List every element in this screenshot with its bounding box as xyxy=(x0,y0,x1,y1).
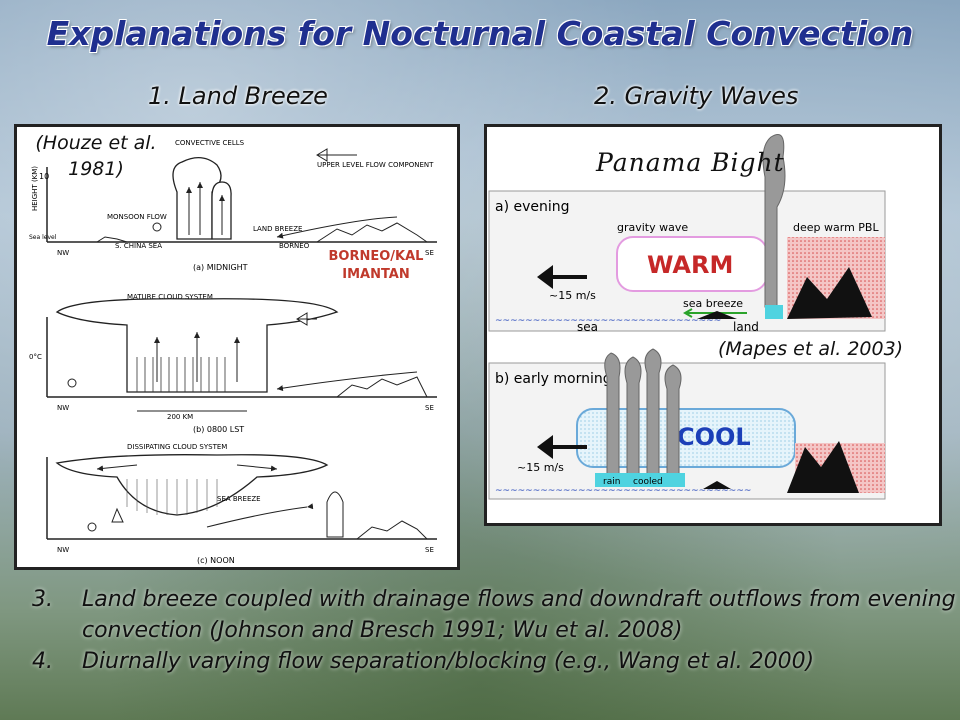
svg-text:10: 10 xyxy=(39,172,49,181)
svg-text:(b) 0800 LST: (b) 0800 LST xyxy=(193,425,244,434)
svg-text:SE: SE xyxy=(425,546,434,554)
svg-text:~15 m/s: ~15 m/s xyxy=(517,461,564,474)
svg-text:SEA BREEZE: SEA BREEZE xyxy=(217,495,261,503)
land-breeze-diagram: HEIGHT (KM) 10 Sea level NW SE S. CHINA … xyxy=(29,139,437,565)
svg-text:NW: NW xyxy=(57,546,69,554)
svg-text:HEIGHT (KM): HEIGHT (KM) xyxy=(31,166,39,211)
explanation-list: 3. Land breeze coupled with drainage flo… xyxy=(32,584,958,677)
svg-text:deep warm PBL: deep warm PBL xyxy=(793,221,879,234)
subhead-land-breeze: 1. Land Breeze xyxy=(148,82,328,110)
svg-text:UPPER LEVEL FLOW COMPONENT: UPPER LEVEL FLOW COMPONENT xyxy=(317,161,434,169)
citation-mapes: (Mapes et al. 2003) xyxy=(718,338,904,360)
svg-text:b) early morning: b) early morning xyxy=(495,371,612,387)
panel-b-morning: MATURE CLOUD SYSTEM 0°C 200 KM (b) 0800 … xyxy=(29,293,437,434)
svg-text:CONVECTIVE CELLS: CONVECTIVE CELLS xyxy=(175,139,245,147)
svg-text:COOL: COOL xyxy=(677,423,751,451)
subhead-gravity-waves: 2. Gravity Waves xyxy=(594,82,799,110)
svg-text:0°C: 0°C xyxy=(29,353,42,361)
svg-text:~~~~~~~~~~~~~~~~~~~~~~~~~~~~~~: ~~~~~~~~~~~~~~~~~~~~~~~~~~~~~~ xyxy=(495,316,721,326)
panel-a-evening: a) evening gravity wave deep warm PBL WA… xyxy=(488,134,886,334)
svg-text:S. CHINA SEA: S. CHINA SEA xyxy=(115,242,162,250)
panel-a-midnight: HEIGHT (KM) 10 Sea level NW SE S. CHINA … xyxy=(29,139,437,272)
panama-bight-title: Panama Bight xyxy=(596,148,785,177)
svg-text:sea breeze: sea breeze xyxy=(683,297,743,310)
svg-text:DISSIPATING CLOUD SYSTEM: DISSIPATING CLOUD SYSTEM xyxy=(127,443,227,451)
panel-b-early-morning: b) early morning COOL rain cooled ~15 m/… xyxy=(488,348,886,500)
svg-text:(c) NOON: (c) NOON xyxy=(197,556,235,565)
list-item: 3. Land breeze coupled with drainage flo… xyxy=(32,587,956,643)
panel-c-noon: DISSIPATING CLOUD SYSTEM SEA BREEZE NW S… xyxy=(46,443,437,565)
svg-text:~~~~~~~~~~~~~~~~~~~~~~~~~~~~~~: ~~~~~~~~~~~~~~~~~~~~~~~~~~~~~~~~~~ xyxy=(495,486,751,496)
svg-text:NW: NW xyxy=(57,404,69,412)
svg-text:WARM: WARM xyxy=(647,251,733,279)
svg-text:cooled: cooled xyxy=(633,477,663,487)
svg-text:NW: NW xyxy=(57,249,69,257)
svg-text:gravity wave: gravity wave xyxy=(617,221,688,234)
svg-text:rain: rain xyxy=(603,477,620,487)
svg-text:SE: SE xyxy=(425,249,434,257)
svg-text:~15 m/s: ~15 m/s xyxy=(549,289,596,302)
svg-text:(a) MIDNIGHT: (a) MIDNIGHT xyxy=(193,263,248,272)
svg-text:SE: SE xyxy=(425,404,434,412)
svg-text:MONSOON FLOW: MONSOON FLOW xyxy=(107,213,167,221)
svg-text:sea: sea xyxy=(577,320,598,334)
slide-title: Explanations for Nocturnal Coastal Conve… xyxy=(46,14,914,53)
gravity-waves-figure: a) evening gravity wave deep warm PBL WA… xyxy=(484,124,942,526)
list-item: 4. Diurnally varying flow separation/blo… xyxy=(32,649,815,674)
svg-text:land: land xyxy=(733,320,759,334)
svg-text:MATURE CLOUD SYSTEM: MATURE CLOUD SYSTEM xyxy=(127,293,213,301)
svg-text:BORNEO: BORNEO xyxy=(279,242,310,250)
svg-text:LAND BREEZE: LAND BREEZE xyxy=(253,225,302,233)
svg-text:Sea level: Sea level xyxy=(29,234,57,241)
borneo-label: BORNEO/KAL IMANTAN xyxy=(328,249,424,282)
svg-text:200 KM: 200 KM xyxy=(167,413,193,421)
citation-houze: (Houze et al. 1981) xyxy=(35,132,157,180)
svg-text:a) evening: a) evening xyxy=(495,199,570,215)
gravity-waves-diagram: a) evening gravity wave deep warm PBL WA… xyxy=(488,134,886,500)
land-breeze-figure: HEIGHT (KM) 10 Sea level NW SE S. CHINA … xyxy=(14,124,460,570)
